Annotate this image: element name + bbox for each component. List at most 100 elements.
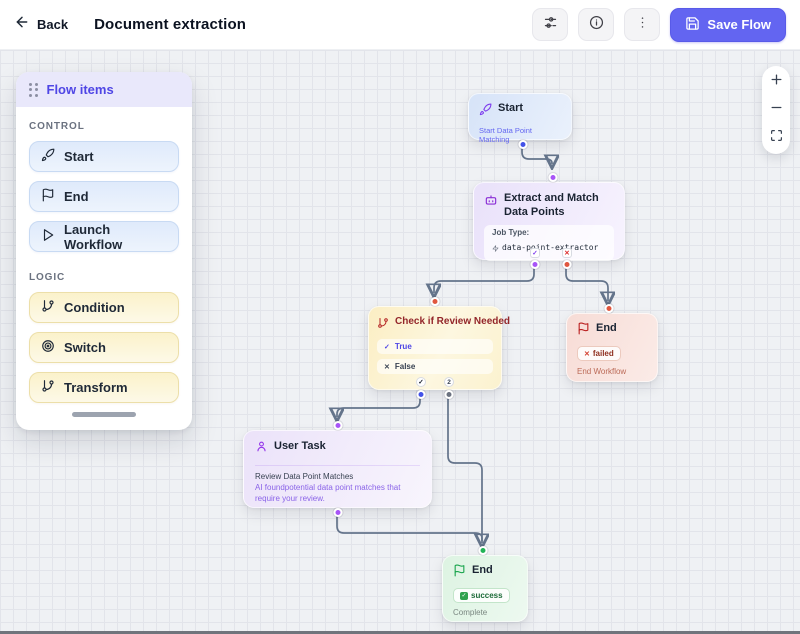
node-title: Extract and Match Data Points xyxy=(504,192,599,219)
condition-option-false[interactable]: ✕ False xyxy=(377,359,493,374)
palette-item-label: Start xyxy=(64,149,94,164)
check-true-badge: ✓ xyxy=(416,377,426,387)
failed-status-badge: ✕ failed xyxy=(577,346,621,361)
target-icon xyxy=(41,339,55,356)
edge-start-extract[interactable] xyxy=(521,148,552,164)
node-subtitle: Complete xyxy=(453,608,488,617)
section-label-logic: LOGIC xyxy=(29,272,66,283)
rocket-icon xyxy=(479,102,492,121)
user-icon xyxy=(255,440,268,458)
check-input-handle[interactable] xyxy=(430,297,440,306)
extract-success-output-handle[interactable] xyxy=(530,260,540,269)
node-end-failed[interactable]: End ✕ failed End Workflow xyxy=(566,304,658,382)
zoom-in-button[interactable] xyxy=(764,71,788,93)
window-bottom-edge xyxy=(0,631,800,634)
palette-item-label: Condition xyxy=(64,300,125,315)
x-icon: ✕ xyxy=(384,363,390,371)
node-start[interactable]: Start Start Data Point Matching xyxy=(468,93,572,149)
end-failed-input-handle[interactable] xyxy=(604,304,614,313)
start-output-handle[interactable] xyxy=(518,140,528,149)
fullscreen-icon xyxy=(770,129,783,147)
fit-view-button[interactable] xyxy=(764,127,788,149)
extract-fail-output-handle[interactable] xyxy=(562,260,572,269)
node-title: End xyxy=(596,322,617,334)
sliders-icon xyxy=(543,15,558,35)
check-icon: ✓ xyxy=(384,343,390,351)
user-task-input-handle[interactable] xyxy=(333,421,343,430)
flow-items-panel: Flow items CONTROL Start End Launch W xyxy=(16,72,192,430)
edge-extract-check[interactable] xyxy=(434,266,535,293)
robot-icon xyxy=(484,191,498,212)
palette-item-transform[interactable]: Transform xyxy=(29,372,179,403)
flag-icon xyxy=(577,322,590,340)
edge-usertask-endsuccess[interactable] xyxy=(336,511,483,541)
section-label-control: CONTROL xyxy=(29,121,85,132)
check-else-output-handle[interactable] xyxy=(444,390,454,399)
panel-resize-handle[interactable] xyxy=(72,412,136,417)
x-icon: ✕ xyxy=(584,350,590,358)
save-flow-label: Save Flow xyxy=(707,17,771,32)
kebab-menu-icon xyxy=(635,15,650,35)
more-options-button[interactable] xyxy=(624,8,661,41)
end-success-input-handle[interactable] xyxy=(478,546,488,555)
node-end-success[interactable]: End ✓ success Complete xyxy=(442,546,528,622)
info-button[interactable] xyxy=(578,8,615,41)
palette-item-switch[interactable]: Switch xyxy=(29,332,179,363)
arrow-left-icon xyxy=(14,14,30,35)
edge-extract-endfailed[interactable] xyxy=(565,266,608,301)
git-branch-icon xyxy=(377,316,389,334)
save-flow-button[interactable]: Save Flow xyxy=(670,7,786,42)
flow-settings-button[interactable] xyxy=(532,8,569,41)
user-task-description: AI foundpotential data point matches tha… xyxy=(255,483,401,503)
node-title: Check if Review Needed xyxy=(395,316,511,327)
flag-icon xyxy=(453,564,466,582)
node-title: Start xyxy=(498,102,524,114)
zap-icon xyxy=(492,239,499,257)
flow-items-panel-header[interactable]: Flow items xyxy=(16,72,192,107)
condition-option-label: False xyxy=(394,362,416,371)
node-extract-and-match[interactable]: Extract and Match Data Points Job Type: … xyxy=(473,173,625,269)
node-subtitle: End Workflow xyxy=(577,367,627,376)
zoom-out-button[interactable] xyxy=(764,99,788,121)
flow-canvas[interactable]: Flow items CONTROL Start End Launch W xyxy=(0,50,800,631)
palette-item-label: Transform xyxy=(64,380,128,395)
info-icon xyxy=(589,15,604,35)
condition-option-true[interactable]: ✓ True xyxy=(377,339,493,354)
edge-check-usertask[interactable] xyxy=(337,395,421,417)
palette-item-label: Switch xyxy=(64,340,106,355)
rocket-icon xyxy=(41,148,55,165)
plus-icon xyxy=(770,73,783,91)
node-check-if-review-needed[interactable]: Check if Review Needed ✓ True ✕ False ✓ … xyxy=(368,297,510,399)
git-branch-icon xyxy=(41,299,55,316)
job-type-label: Job Type: xyxy=(492,227,530,237)
condition-option-label: True xyxy=(394,342,412,351)
success-status-badge: ✓ success xyxy=(453,588,510,603)
palette-item-start[interactable]: Start xyxy=(29,141,179,172)
minus-icon xyxy=(770,101,783,119)
extract-success-badge: ✓ xyxy=(530,248,540,258)
extract-input-handle[interactable] xyxy=(548,173,558,182)
node-title: User Task xyxy=(274,440,326,452)
flag-icon xyxy=(41,188,55,205)
back-label: Back xyxy=(37,17,69,32)
palette-item-label: Launch Workflow xyxy=(64,221,123,252)
top-bar: Back Document extraction Save Flow xyxy=(0,0,800,50)
palette-item-launch-workflow[interactable]: Launch Workflow xyxy=(29,221,179,252)
save-icon xyxy=(685,16,700,34)
check-else-badge: 2 xyxy=(444,377,454,387)
palette-item-end[interactable]: End xyxy=(29,181,179,212)
job-type-value: data-point-extractor xyxy=(502,243,599,253)
page-title: Document extraction xyxy=(94,16,247,33)
user-task-output-handle[interactable] xyxy=(333,508,343,517)
user-task-heading: Review Data Point Matches xyxy=(255,472,354,481)
node-title: End xyxy=(472,564,493,576)
node-user-task[interactable]: User Task Review Data Point Matches AI f… xyxy=(243,421,432,517)
git-branch-icon xyxy=(41,379,55,396)
drag-handle-icon[interactable] xyxy=(29,82,38,97)
edge-check-endsuccess[interactable] xyxy=(447,395,482,543)
extract-fail-badge: ✕ xyxy=(562,248,572,258)
back-button[interactable]: Back xyxy=(14,14,68,35)
play-icon xyxy=(41,228,55,245)
check-true-output-handle[interactable] xyxy=(416,390,426,399)
palette-item-condition[interactable]: Condition xyxy=(29,292,179,323)
